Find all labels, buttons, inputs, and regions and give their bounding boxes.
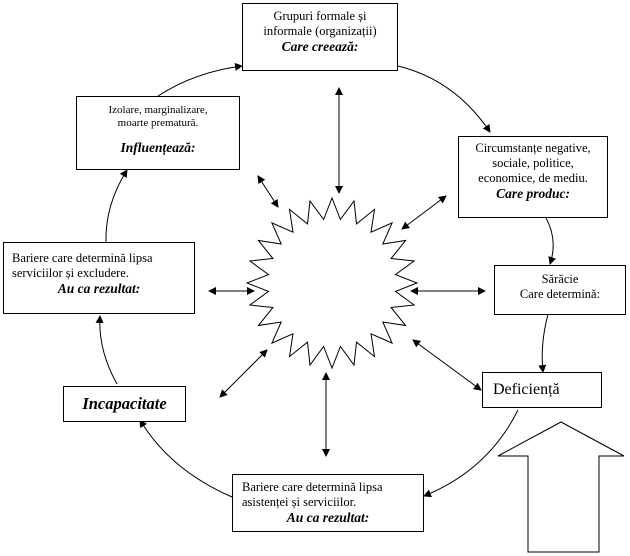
node-izolare: Izolare, marginalizare, moarte prematură… xyxy=(76,96,240,170)
node-circumstante-line-1: Circumstanțe negative, xyxy=(475,141,591,155)
node-bariere-servicii-line-2: serviciilor și excludere. xyxy=(12,266,129,280)
node-circumstante-line-3: economice, de mediu. xyxy=(478,171,588,185)
node-izolare-line-1: Izolare, marginalizare, xyxy=(108,104,208,116)
node-bariere-asistenta-emphasis: Au ca rezultat: xyxy=(286,510,370,525)
cycle-arrow-incapacitate-to-bariere-servicii xyxy=(95,315,118,385)
cycle-arrow-grupuri-to-circumstante xyxy=(397,65,491,133)
node-bariere-servicii-emphasis: Au ca rezultat: xyxy=(57,281,141,296)
cycle-arrow-saracie-to-deficienta xyxy=(538,313,549,373)
cycle-arrow-izolare-to-grupuri xyxy=(157,62,243,97)
double-arrow-bottom-left xyxy=(219,349,268,398)
double-arrow-top-left xyxy=(257,175,279,208)
node-circumstante-emphasis: Care produc: xyxy=(496,186,570,201)
node-izolare-emphasis: Influențează: xyxy=(120,140,196,156)
node-grupuri-line-2: informale (organizații) xyxy=(263,24,377,38)
center-starburst-shape xyxy=(245,196,419,370)
node-izolare-line-2: moarte prematură. xyxy=(117,117,199,130)
node-circumstante-line-2: sociale, politice, xyxy=(492,156,574,170)
cycle-arrow-bariere-servicii-to-izolare xyxy=(105,169,128,243)
node-bariere-asistenta-line-2: asistenței și serviciilor. xyxy=(242,495,357,509)
node-bariere-servicii: Bariere care determină lipsa serviciilor… xyxy=(3,242,195,314)
node-saracie: Sărăcie Care determină: xyxy=(494,265,626,315)
node-saracie-line-1: Sărăcie xyxy=(541,272,579,286)
cycle-arrow-deficienta-to-bariere-asistenta xyxy=(423,409,519,498)
node-circumstante: Circumstanțe negative, sociale, politice… xyxy=(458,136,608,218)
node-deficienta-label: Deficiență xyxy=(493,381,560,398)
node-bariere-asistenta: Bariere care determină lipsa asistenței … xyxy=(232,474,424,532)
node-incapacitate: Incapacitate xyxy=(63,386,186,422)
node-bariere-asistenta-line-1: Bariere care determină lipsa xyxy=(242,480,383,494)
double-arrow-bottom-right xyxy=(412,339,482,391)
node-grupuri-emphasis: Care creează: xyxy=(281,39,359,54)
cycle-arrow-bariere-asistenta-to-incapacitate xyxy=(139,419,233,498)
node-incapacitate-label: Incapacitate xyxy=(82,394,167,413)
node-saracie-line-2: Care determină: xyxy=(519,287,601,301)
node-deficienta: Deficiență xyxy=(482,372,602,408)
node-grupuri-line-1: Grupuri formale și xyxy=(273,9,367,23)
double-arrow-top-right xyxy=(401,195,447,230)
node-bariere-servicii-line-1: Bariere care determină lipsa xyxy=(12,251,153,265)
cycle-arrow-circumstante-to-saracie xyxy=(545,217,557,265)
large-up-arrow-shape xyxy=(497,421,625,553)
node-grupuri: Grupuri formale și informale (organizați… xyxy=(242,3,398,71)
